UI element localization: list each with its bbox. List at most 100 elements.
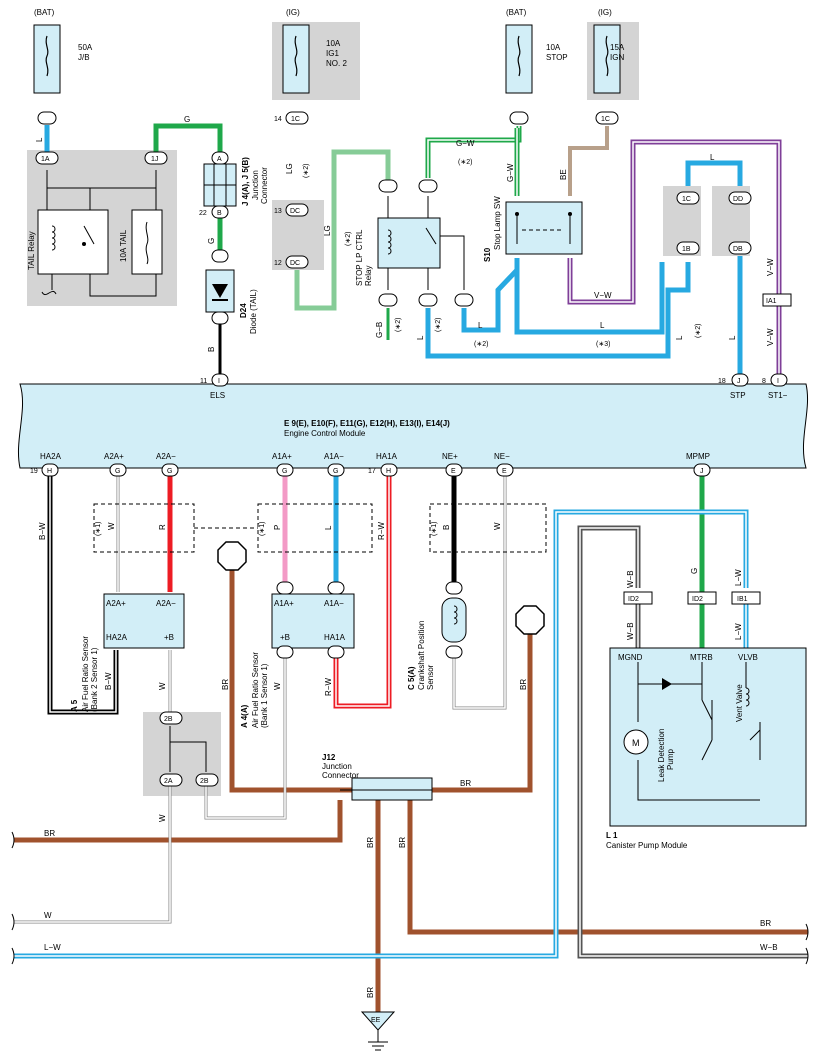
conn-2a: 2A [164, 778, 173, 785]
wc-wb-2: W−B [626, 622, 635, 640]
conn-dd: DD [733, 196, 743, 203]
conn-g-a2am: G [167, 468, 172, 475]
conn-db: DB [733, 246, 743, 253]
j4-name2: Connector [260, 167, 269, 204]
stop-lp-ctrl-relay [377, 196, 465, 290]
wc-wb-bottom: W−B [760, 943, 778, 952]
wc-lw-1: L−W [734, 569, 743, 586]
j12-name2: Connector [322, 771, 359, 780]
ecm-pin-a2ap: A2A+ [104, 452, 124, 461]
wc-br-7: BR [366, 987, 375, 998]
ecm-pin-ha2a: HA2A [40, 452, 62, 461]
j12-name1: Junction [322, 762, 352, 771]
a5-id: A 5 [70, 699, 79, 712]
c5-name2: Sensor [426, 664, 435, 690]
wire-l-1c [685, 160, 743, 186]
a5-name2: (Bank 2 Sensor 1) [90, 647, 99, 712]
wc-gw-2: G−W [506, 163, 515, 182]
ecm-pin-a1am: A1A− [324, 452, 344, 461]
s-a1am: A1A− [324, 599, 344, 608]
wire-br-right [407, 800, 808, 935]
s10-name: Stop Lamp SW [493, 196, 502, 250]
fuse-10a-stop [505, 24, 533, 94]
wc-l-b: L [600, 321, 605, 330]
note-n1-1: (∗1) [95, 522, 102, 536]
conn-h-ha1a: H [386, 468, 391, 475]
wc-l-c: L [416, 335, 425, 340]
m-mgnd: MGND [618, 653, 643, 662]
c5-name1: Crankshaft Position [417, 621, 426, 690]
conn-1j: 1J [151, 156, 158, 163]
m-mtrb: MTRB [690, 653, 713, 662]
diode-tail [205, 269, 235, 313]
fuse4-name: IGN [610, 53, 624, 62]
shield-a2a [93, 503, 195, 553]
leak-label1: Leak Detection [657, 729, 666, 782]
wc-l-a1am: L [324, 525, 333, 530]
wc-w-a5: W [158, 682, 167, 690]
note-n2-7: (∗2) [695, 324, 702, 338]
note-n2-6: (∗2) [474, 341, 488, 348]
conn-dc-1: DC [290, 208, 300, 215]
wc-br-2: BR [519, 679, 528, 690]
wc-l-e: L [728, 335, 737, 340]
ecm-pin-els: ELS [210, 391, 225, 400]
fuse1-name: J/B [78, 53, 90, 62]
wc-g-1: G [184, 115, 190, 124]
wc-vw-3: V−W [766, 328, 775, 346]
ecm-pin-ha1a: HA1A [376, 452, 398, 461]
wc-wb-1: W−B [626, 570, 635, 588]
fuse-15a-ign [593, 24, 621, 94]
wc-bw-2: B−W [104, 672, 113, 690]
wire-l-relay-to-1b [425, 262, 691, 359]
conn-i-els: I [218, 378, 220, 385]
s-ha2a: HA2A [106, 633, 128, 642]
c5-id: C 5(A) [407, 666, 416, 690]
conn-e-nep: E [451, 468, 456, 475]
ecm-pin-a2am: A2A− [156, 452, 176, 461]
pin-11: 11 [200, 378, 207, 385]
wc-rw-2: R−W [324, 678, 333, 696]
note-n2-3: (∗2) [458, 159, 472, 166]
wc-lg-2: LG [323, 225, 332, 236]
a5-name1: Air Fuel Ratio Sensor [81, 636, 90, 712]
a4-name1: Air Fuel Ratio Sensor [251, 652, 260, 728]
wire-l-relay-to-switch [461, 258, 520, 333]
wire-br-left [14, 800, 343, 843]
tail-relay [37, 209, 109, 275]
vent-valve-label: Vent Valve [735, 684, 744, 722]
wire-rw-ha1a [333, 476, 392, 709]
conn-e-nem: E [502, 468, 507, 475]
tail-fuse-label: 10A TAIL [119, 229, 128, 262]
s-ha1a: HA1A [324, 633, 346, 642]
ground-ee [360, 1011, 396, 1051]
ecm-pin-nep: NE+ [442, 452, 458, 461]
pin-12: 12 [274, 260, 282, 267]
s-a1ap: A1A+ [274, 599, 294, 608]
j12-id: J12 [322, 753, 336, 762]
note-n2-5: (∗2) [435, 318, 442, 332]
shield-ground-octagon-2 [515, 605, 545, 635]
tail-fuse-10a [131, 209, 163, 275]
wc-br-8: BR [760, 919, 771, 928]
d24-name: Diode (TAIL) [249, 289, 258, 334]
power-ig-right: (IG) [598, 8, 612, 17]
fuse3-rating: 10A [546, 43, 561, 52]
leak-label2: Pump [666, 749, 675, 770]
wc-lw-2: L−W [734, 623, 743, 640]
ecm-id: E 9(E), E10(F), E11(G), E12(H), E13(I), … [284, 419, 450, 428]
conn-2b-top: 2B [164, 716, 173, 723]
power-ig-left: (IG) [286, 8, 300, 17]
stop-lp-label2: Relay [364, 266, 373, 286]
conn-ia1: IA1 [766, 298, 777, 305]
connector-ovals [35, 111, 792, 787]
wc-br-5: BR [366, 837, 375, 848]
conn-g-a1am: G [333, 468, 338, 475]
wc-br-1: BR [221, 679, 230, 690]
wire-lg-ig1-to-relay [294, 149, 391, 311]
shield-ne [429, 503, 547, 553]
ecm-pin-a1ap: A1A+ [272, 452, 292, 461]
pin-13: 13 [274, 208, 282, 215]
fuse2-rating: 10A [326, 39, 341, 48]
